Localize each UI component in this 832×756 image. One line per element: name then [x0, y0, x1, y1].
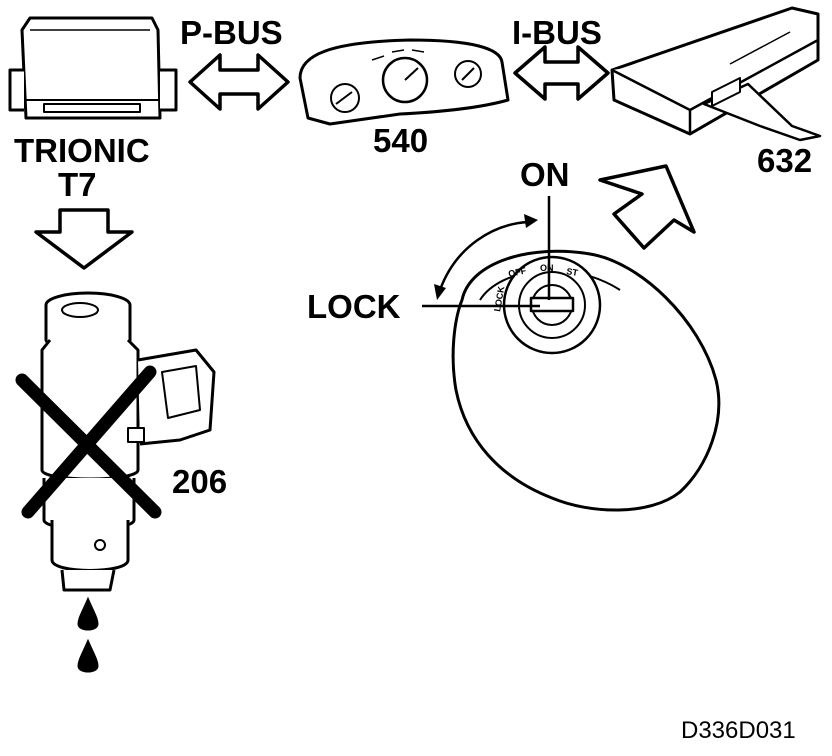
drawing-code: D336D031 — [681, 717, 796, 744]
i-bus-label: I-BUS — [512, 14, 602, 51]
down-arrow-icon — [34, 208, 134, 270]
lock-label: LOCK — [307, 288, 401, 325]
rotation-arc — [438, 220, 529, 291]
cluster-number-label: 540 — [373, 122, 428, 159]
rotation-arrowheads — [434, 214, 538, 300]
outline-arrow-up-right-icon — [598, 164, 696, 250]
on-label: ON — [520, 156, 570, 193]
fuel-injector-icon — [40, 291, 216, 592]
p-bus-label: P-BUS — [180, 14, 283, 51]
injector-number-label: 206 — [172, 463, 227, 500]
cross-out-mark — [15, 365, 162, 519]
fuel-drop-icon — [77, 596, 99, 673]
trionic-ecu-icon — [8, 16, 178, 120]
trionic-model-label: T7 — [58, 166, 97, 203]
switch-position-off: OFF — [507, 265, 527, 279]
switch-position-on: ON — [540, 263, 554, 273]
p-bus-double-arrow — [188, 53, 290, 111]
switch-position-start: ST — [566, 266, 580, 278]
module-number-label: 632 — [757, 142, 812, 179]
control-module-icon — [610, 6, 822, 142]
i-bus-double-arrow — [513, 45, 610, 101]
ignition-switch-icon — [451, 249, 721, 512]
trionic-label: TRIONIC — [14, 132, 150, 169]
instrument-cluster-icon — [298, 38, 510, 126]
